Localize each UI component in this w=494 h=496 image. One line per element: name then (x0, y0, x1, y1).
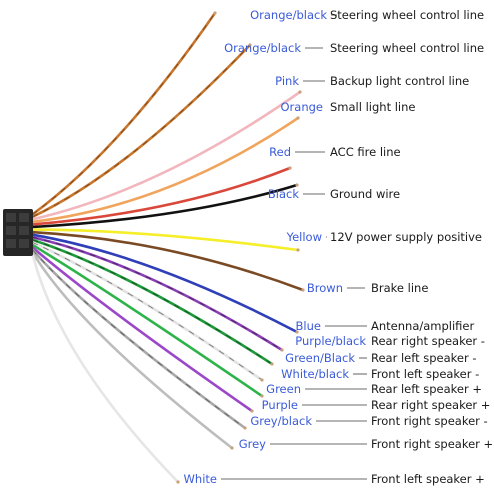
wire-tip (295, 183, 299, 187)
wire-color-label: Grey (239, 437, 266, 451)
wire-function-label: Brake line (371, 281, 428, 295)
wire-color-label: Purple (262, 398, 298, 412)
wire-function-label: Front left speaker - (371, 367, 479, 381)
wire-color-label: Purple/black (295, 334, 366, 348)
wire-blue (31, 233, 299, 334)
wire-tip (176, 480, 180, 484)
wire-pink (31, 90, 302, 221)
wire-green (31, 243, 264, 398)
wire-color-label: Orange/black (224, 41, 301, 55)
wire-function-label: Front right speaker + (371, 437, 493, 451)
wire-color-label: Brown (307, 281, 343, 295)
wire-tip (270, 362, 274, 366)
wire-function-label: Front right speaker - (371, 414, 488, 428)
harness-connector (3, 209, 33, 256)
wire-stripe (32, 236, 283, 351)
wire-function-label: Rear left speaker - (371, 351, 477, 365)
wire-tip (250, 409, 254, 413)
wire-orange-black (31, 43, 252, 218)
wire-orange-black (31, 11, 217, 216)
wire-tip (280, 348, 284, 352)
wire-bundle (31, 11, 305, 484)
wire-tip (298, 90, 302, 94)
wire-red (31, 166, 292, 226)
wire-color-label: Grey/black (250, 414, 312, 428)
wire-tip (230, 446, 234, 450)
wire-function-label: Steering wheel control line (330, 41, 484, 55)
wire-color-label: Pink (275, 74, 299, 88)
wire-black (31, 183, 299, 229)
wire-color-label: Blue (296, 319, 321, 333)
wire-tip (260, 378, 264, 382)
wire-function-label: Steering wheel control line (330, 8, 484, 22)
wire-color-label: Orange/black (250, 8, 327, 22)
wire-orange (31, 116, 300, 224)
wire-function-label: Small light line (330, 100, 416, 114)
wire-function-label: Rear left speaker + (371, 382, 482, 396)
wire-white (31, 254, 180, 484)
wire-function-label: Antenna/amplifier (371, 319, 474, 333)
wire-grey-black (31, 249, 247, 430)
wire-grey (31, 251, 234, 450)
wire-color-label: Green/Black (285, 351, 355, 365)
wire-function-label: ACC fire line (330, 145, 401, 159)
wire-tip (288, 166, 292, 170)
wire-color-label: Red (269, 145, 291, 159)
wire-function-label: 12V power supply positive (330, 230, 482, 244)
wire-stripe (32, 249, 246, 429)
wire-function-label: Ground wire (330, 187, 400, 201)
wire-tip (248, 43, 252, 47)
wire-color-label: Orange (281, 100, 324, 114)
wire-color-label: White (184, 472, 217, 486)
wire-function-label: Rear right speaker - (371, 334, 485, 348)
wire-stripe (32, 239, 273, 365)
wire-white-black (31, 241, 264, 382)
wire-tip (295, 330, 299, 334)
wire-tip (243, 426, 247, 430)
wire-function-label: Rear right speaker + (371, 398, 490, 412)
wire-function-label: Backup light control line (330, 74, 469, 88)
wire-tip (296, 248, 300, 252)
wire-color-label: Black (268, 187, 299, 201)
wire-color-label: Green (266, 382, 301, 396)
wire-stripe (32, 242, 263, 381)
wire-stripe (32, 44, 251, 218)
wire-purple (31, 246, 254, 413)
wire-tip (296, 116, 300, 120)
wire-yellow (31, 228, 300, 252)
wire-stripe (32, 12, 216, 215)
wire-brown (31, 230, 305, 292)
wire-tip (213, 11, 217, 15)
wire-color-label: White/black (281, 367, 349, 381)
wire-tip (301, 288, 305, 292)
wire-tip (260, 394, 264, 398)
wire-function-label: Front left speaker + (371, 472, 485, 486)
wire-color-label: Yellow (286, 230, 322, 244)
